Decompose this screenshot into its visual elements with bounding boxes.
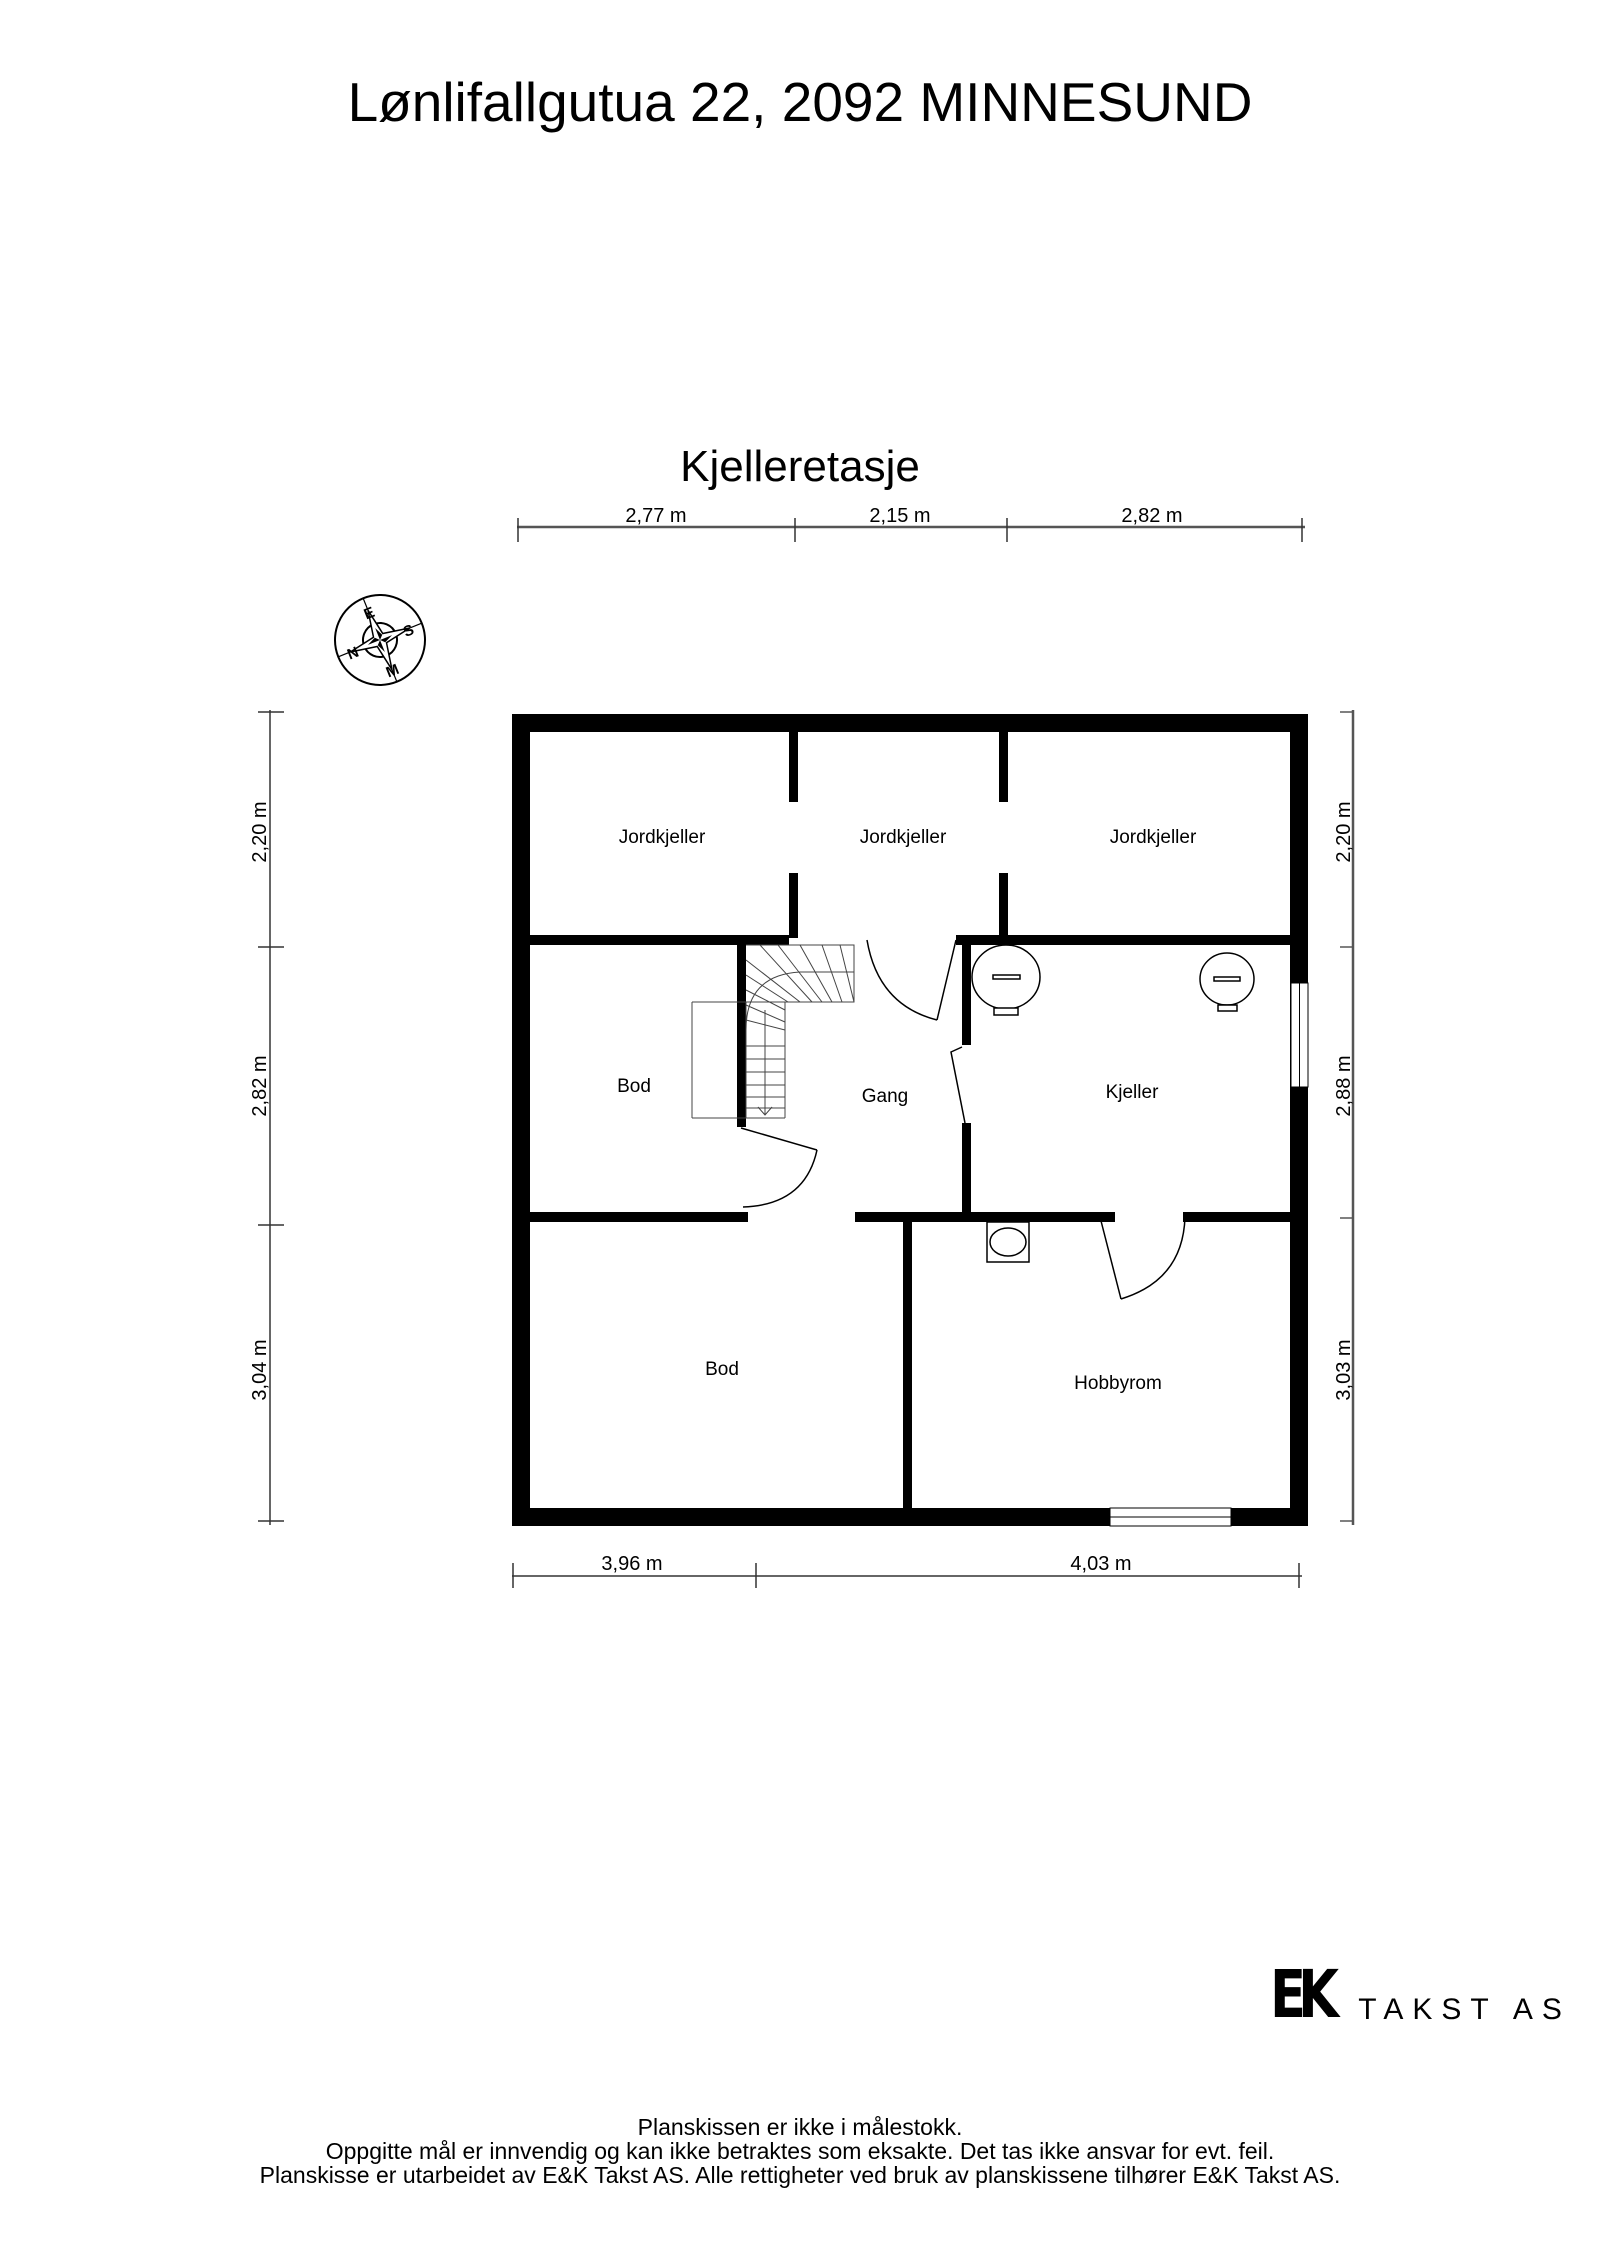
staircase [691, 944, 855, 1119]
water-heater-2-icon [1199, 952, 1255, 1012]
dim-top-1: 2,77 m [625, 505, 686, 527]
room-jordkjeller-1: Jordkjeller [619, 827, 706, 848]
room-jordkjeller-3: Jordkjeller [1110, 827, 1197, 848]
compass-label-m: M [384, 661, 402, 681]
walls [512, 714, 1308, 1526]
room-gang: Gang [862, 1086, 908, 1107]
dim-right-1: 2,20 m [1333, 801, 1355, 862]
door-kjeller-to-hobbyrom [1099, 1216, 1186, 1300]
footer-line-1: Planskissen er ikke i målestokk. [637, 2114, 963, 2140]
left-dimension-line [258, 710, 284, 1525]
logo-text: TAKST AS [1358, 1993, 1571, 2026]
dim-left-2: 2,82 m [249, 1055, 271, 1116]
room-bod-2: Bod [705, 1359, 739, 1380]
dim-bottom-2: 4,03 m [1070, 1553, 1131, 1575]
ek-takst-logo: EK TAKST AS [1270, 1956, 1571, 2033]
room-bod-1: Bod [617, 1076, 651, 1097]
window-kjeller-east [1290, 982, 1309, 1088]
dim-bottom-1: 3,96 m [601, 1553, 662, 1575]
right-dimension-line [1340, 710, 1355, 1525]
room-hobbyrom: Hobbyrom [1074, 1373, 1162, 1394]
disclaimer-footer: Planskissen er ikke i målestokk. Oppgitt… [0, 2115, 1600, 2187]
washbasin-icon [986, 1221, 1030, 1263]
door-gang-to-kjeller [950, 1046, 966, 1124]
dim-left-1: 2,20 m [249, 801, 271, 862]
dim-right-3: 3,03 m [1333, 1339, 1355, 1400]
compass-rose-icon: N E S M [334, 594, 426, 686]
dim-right-2: 2,88 m [1333, 1055, 1355, 1116]
property-address-title: Lønlifallgutua 22, 2092 MINNESUND [347, 71, 1253, 133]
window-hobbyrom-south [1109, 1507, 1232, 1527]
dim-left-3: 3,04 m [249, 1339, 271, 1400]
top-dimension-line [517, 518, 1305, 542]
dim-top-2: 2,15 m [869, 505, 930, 527]
dim-top-3: 2,82 m [1121, 505, 1182, 527]
bottom-dimension-line [512, 1563, 1302, 1588]
door-gang-to-bod [740, 1127, 818, 1208]
water-heater-1-icon [971, 944, 1041, 1016]
door-gang-to-jordkjeller [866, 939, 957, 1021]
room-kjeller: Kjeller [1106, 1082, 1159, 1103]
footer-line-3: Planskisse er utarbeidet av E&K Takst AS… [259, 2162, 1341, 2188]
room-jordkjeller-2: Jordkjeller [860, 827, 947, 848]
footer-line-2: Oppgitte mål er innvendig og kan ikke be… [325, 2138, 1275, 2164]
floor-name-title: Kjelleretasje [680, 442, 920, 491]
logo-mark: EK [1270, 1956, 1339, 2033]
